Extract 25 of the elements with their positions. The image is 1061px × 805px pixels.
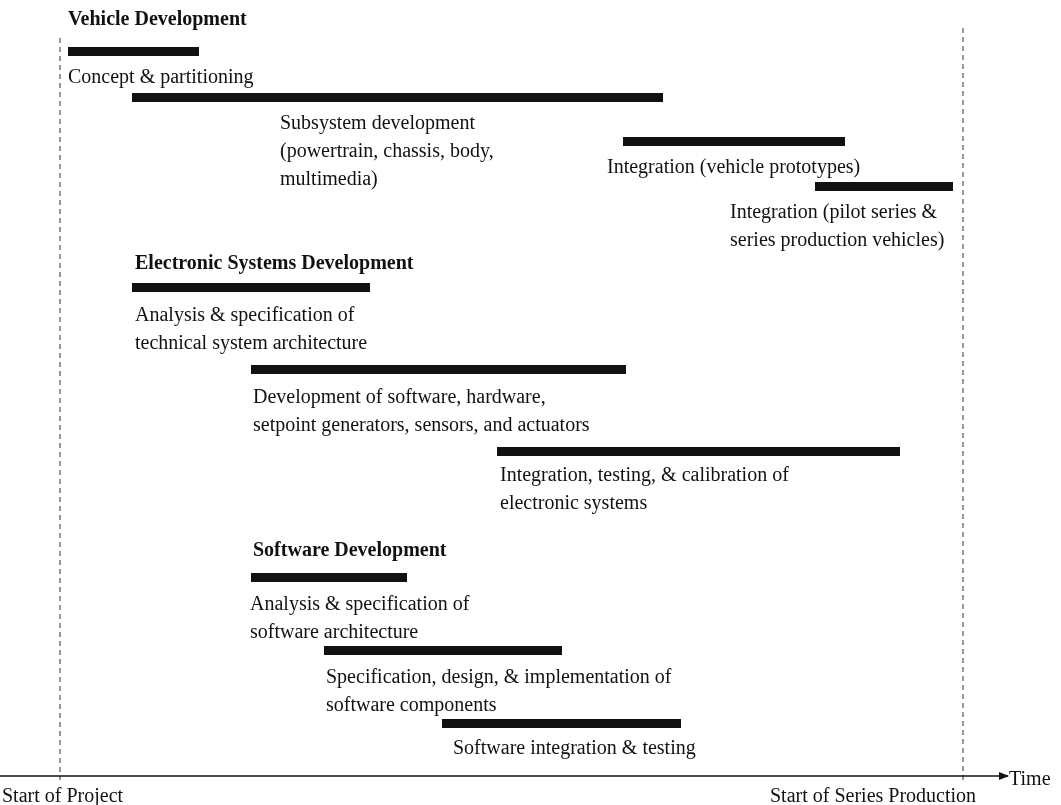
- task-label: Subsystem development (powertrain, chassis, body, multimedia): [280, 110, 495, 191]
- gantt-bar: [251, 573, 407, 582]
- gantt-bar: [324, 646, 562, 655]
- task-label: Specification, design, & implementation of software components: [326, 664, 673, 718]
- gantt-bar: [251, 365, 626, 374]
- gantt-bar: [815, 182, 953, 191]
- gantt-bar: [442, 719, 681, 728]
- section-heading: Vehicle Development: [68, 6, 247, 30]
- task-label: Integration, testing, & calibration of electronic systems: [500, 462, 790, 516]
- milestone-label: Start of Series Production: [770, 783, 977, 805]
- gantt-bar: [132, 283, 370, 292]
- section-heading: Electronic Systems Development: [135, 250, 414, 274]
- task-label: Analysis & specification of software architecture: [250, 591, 471, 644]
- task-label: Integration (vehicle prototypes): [607, 154, 862, 180]
- axis-label: Time: [1009, 766, 1051, 791]
- gantt-bar: [68, 47, 199, 56]
- task-label: Integration (pilot series & series production vehicles): [730, 199, 945, 253]
- task-label: Software integration & testing: [453, 735, 697, 761]
- gantt-bar: [623, 137, 845, 146]
- gantt-bar: [132, 93, 663, 102]
- section-heading: Software Development: [253, 537, 447, 561]
- task-label: Analysis & specification of technical system architecture: [135, 302, 369, 356]
- task-label: Concept & partitioning: [68, 64, 255, 90]
- gantt-bar: [497, 447, 900, 456]
- task-label: Development of software, hardware, setpoint generators, sensors, and actuators: [253, 384, 591, 438]
